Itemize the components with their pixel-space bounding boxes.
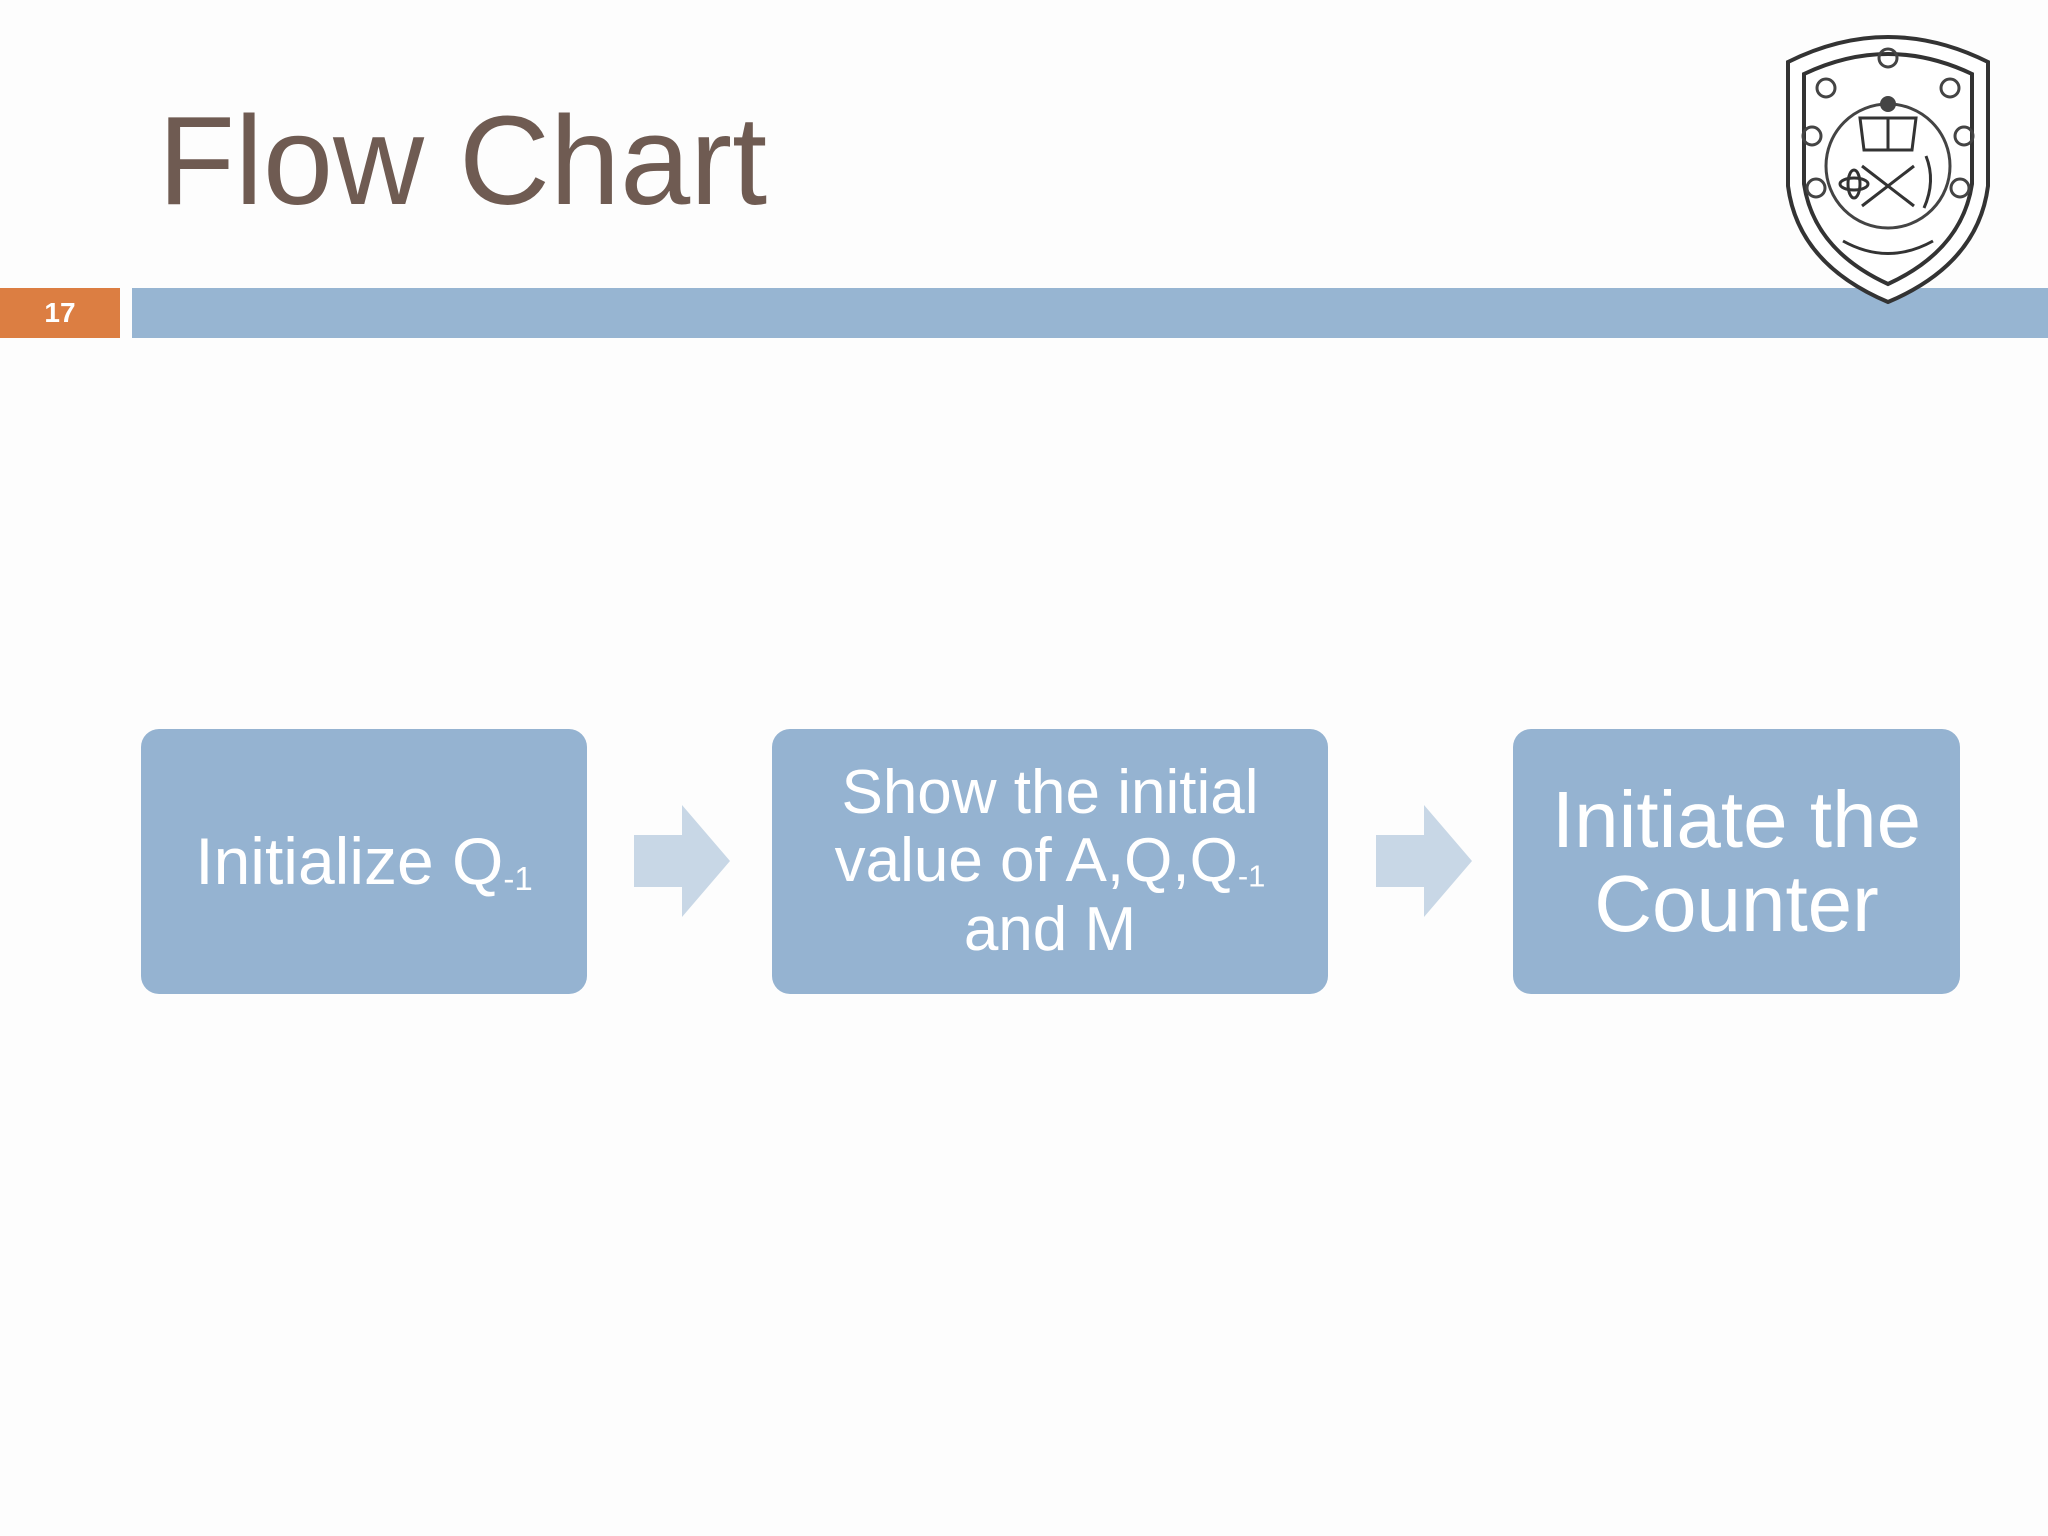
flow-step-2-line-3: and M (963, 894, 1137, 964)
flow-step-2-line-2-main: value of A,Q,Q (834, 826, 1238, 896)
flow-step-3-line-2: Counter (1594, 858, 1879, 948)
slide-title: Flow Chart (158, 90, 768, 231)
university-logo-icon (1786, 35, 1990, 305)
flow-step-1-subscript: -1 (503, 860, 533, 898)
flow-step-3-text: Initiate the Counter (1551, 774, 1922, 948)
flow-step-initialize: Initialize Q-1 (141, 729, 587, 994)
flow-step-show-values: Show the initial value of A,Q,Q-1 and M (772, 729, 1328, 994)
flow-arrow-icon (1376, 805, 1472, 917)
flow-step-2-line-1: Show the initial (841, 758, 1259, 828)
flow-arrow-icon (634, 805, 730, 917)
flow-step-2-subscript: -1 (1237, 858, 1266, 894)
flow-step-initiate-counter: Initiate the Counter (1513, 729, 1960, 994)
flow-step-1-text: Initialize Q-1 (195, 825, 532, 898)
flow-step-1-main: Initialize Q (195, 824, 504, 899)
flow-step-2-text: Show the initial value of A,Q,Q-1 and M (835, 759, 1266, 964)
flow-step-3-line-1: Initiate the (1551, 774, 1922, 864)
flow-step-2-line-2: value of A,Q,Q-1 (835, 827, 1266, 895)
slide-number: 17 (0, 288, 120, 338)
header-bar (132, 288, 2048, 338)
